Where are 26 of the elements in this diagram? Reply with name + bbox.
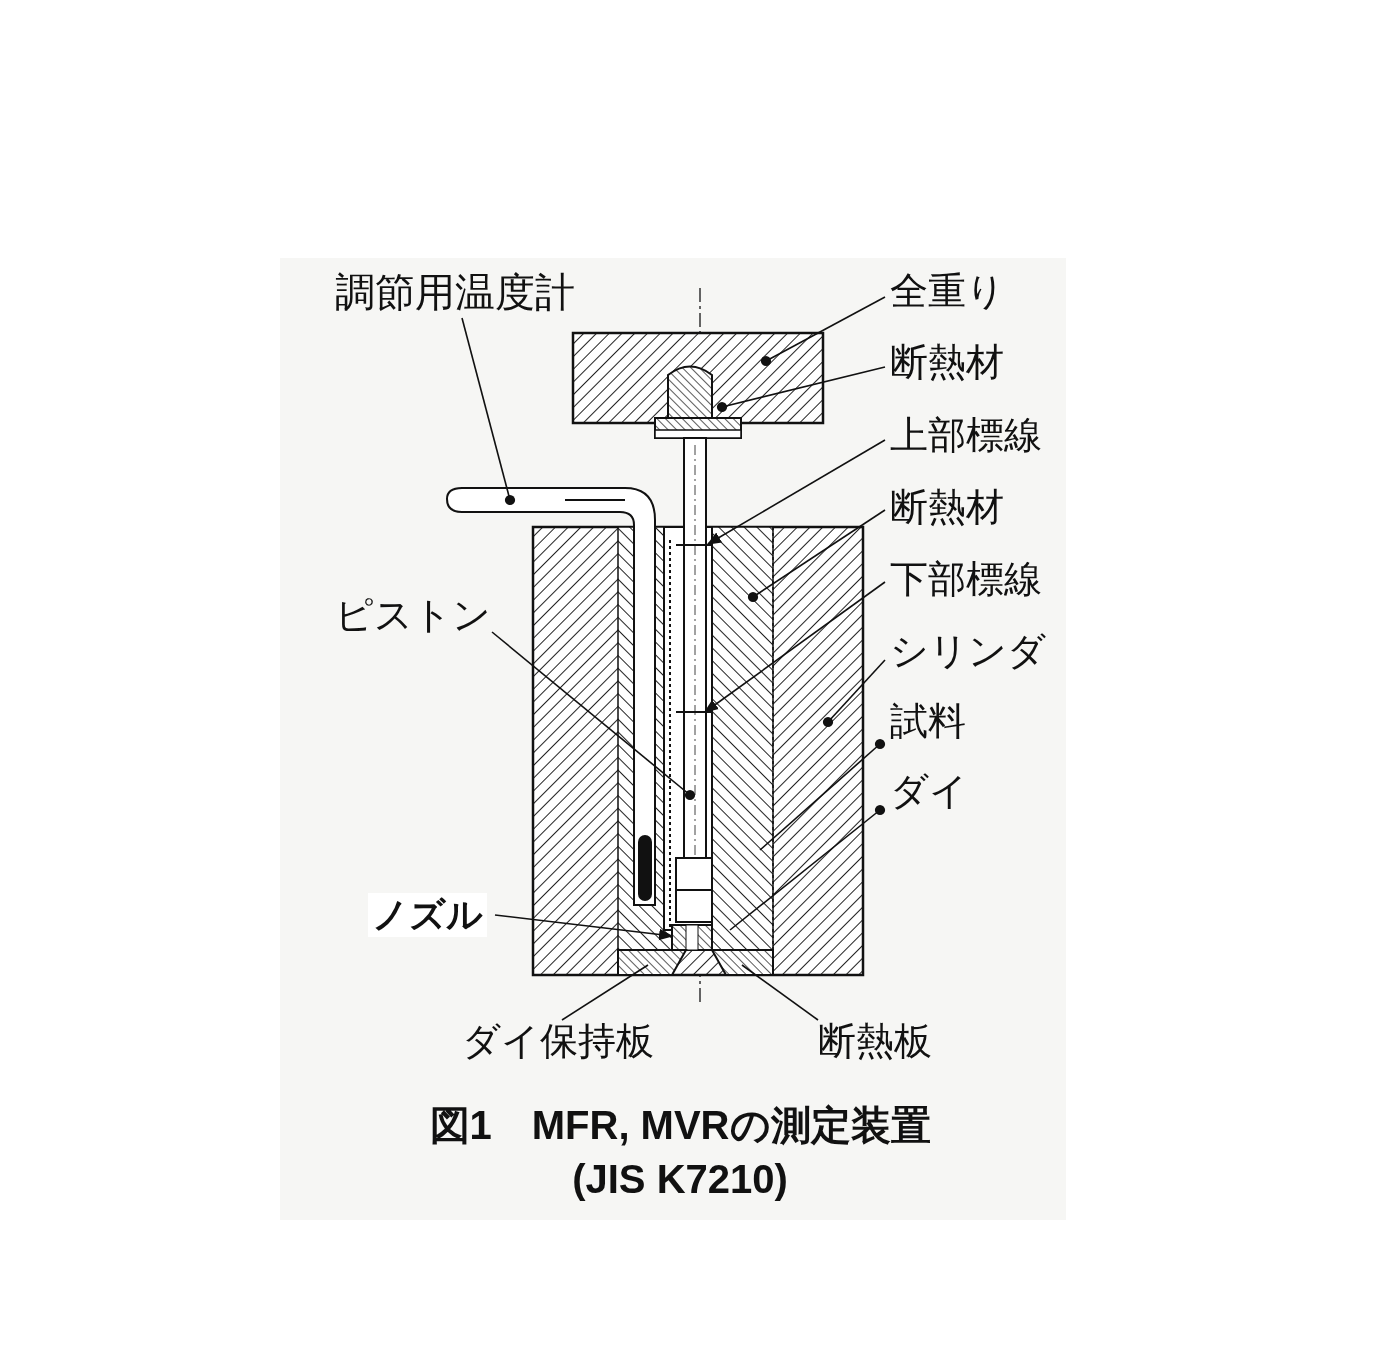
leader-line xyxy=(760,296,886,367)
part-label: 断熱材 xyxy=(890,488,1004,526)
part-label: ダイ xyxy=(890,772,968,810)
part-label: 断熱材 xyxy=(890,343,1004,381)
part-label: シリンダ xyxy=(890,632,1046,670)
figure-caption: 図1 MFR, MVRの測定装置 (JIS K7210) xyxy=(428,1102,932,1203)
leader-line xyxy=(494,914,674,941)
part-label: 断熱板 xyxy=(818,1022,932,1060)
leader-line xyxy=(759,738,886,851)
leader-line xyxy=(461,317,516,506)
leader-line xyxy=(706,439,886,545)
leader-line xyxy=(747,509,886,603)
part-label: ノズル xyxy=(368,893,487,937)
leader-line xyxy=(561,964,649,1021)
part-label: ダイ保持板 xyxy=(462,1022,654,1060)
part-label: 上部標線 xyxy=(890,416,1042,454)
part-label: 調節用温度計 xyxy=(335,272,575,312)
leader-line xyxy=(822,659,886,728)
part-label: 下部標線 xyxy=(890,560,1042,598)
leader-line xyxy=(729,804,886,931)
part-label: 試料 xyxy=(890,702,966,740)
leader-line xyxy=(741,964,819,1021)
leader-line xyxy=(491,631,696,801)
leader-line xyxy=(716,366,886,413)
part-label: ピストン xyxy=(335,596,491,634)
part-label: 全重り xyxy=(890,272,1005,310)
